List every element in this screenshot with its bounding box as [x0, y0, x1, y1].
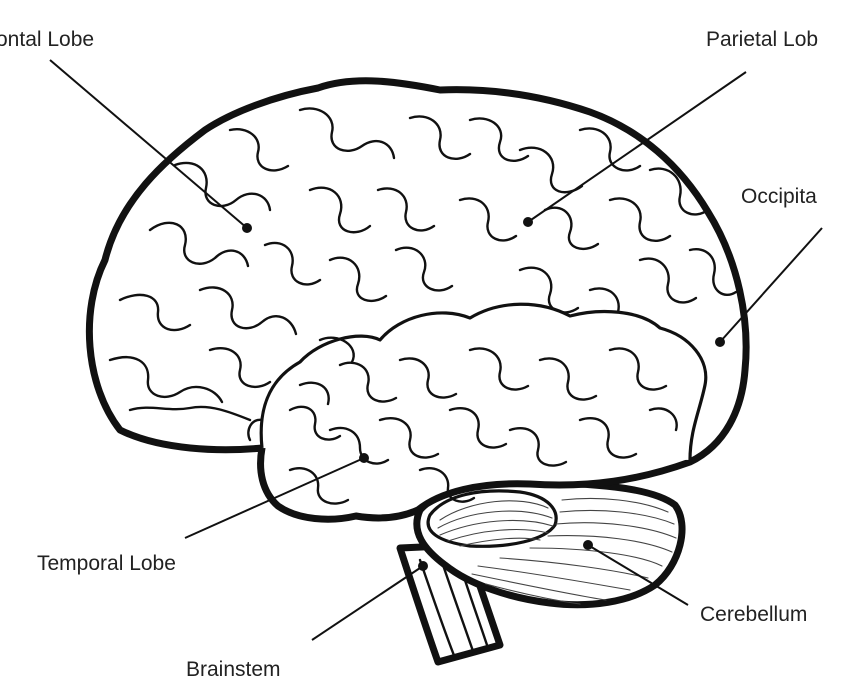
leader-lines [49, 59, 823, 641]
cerebellum-striations [437, 497, 677, 605]
parietal-lobe-label: Parietal Lob [706, 28, 818, 51]
temporal-lobe-label: Temporal Lobe [37, 552, 176, 575]
brainstem-label: Brainstem [186, 658, 281, 681]
cerebellum [413, 477, 686, 609]
occipital-leader [719, 227, 823, 343]
frontal-lobe-label: ontal Lobe [0, 28, 94, 51]
cerebellum-leader [587, 544, 689, 606]
frontal-marker [242, 223, 252, 233]
temporal-region [259, 302, 708, 505]
labels: ontal Lobe Parietal Lob Occipita Tempora… [0, 28, 818, 681]
occipital-lobe-label: Occipita [741, 185, 817, 208]
cerebrum-folds [108, 107, 738, 442]
parietal-leader [527, 71, 747, 223]
frontal-leader [49, 59, 248, 229]
cerebrum [85, 77, 750, 523]
occipital-marker [715, 337, 725, 347]
brainstem-marker [418, 561, 428, 571]
brainstem-leader [311, 565, 424, 641]
cerebellum-label: Cerebellum [700, 603, 807, 626]
temporal-marker [359, 453, 369, 463]
cerebellum-marker [583, 540, 593, 550]
temporal-leader [184, 457, 365, 539]
parietal-marker [523, 217, 533, 227]
